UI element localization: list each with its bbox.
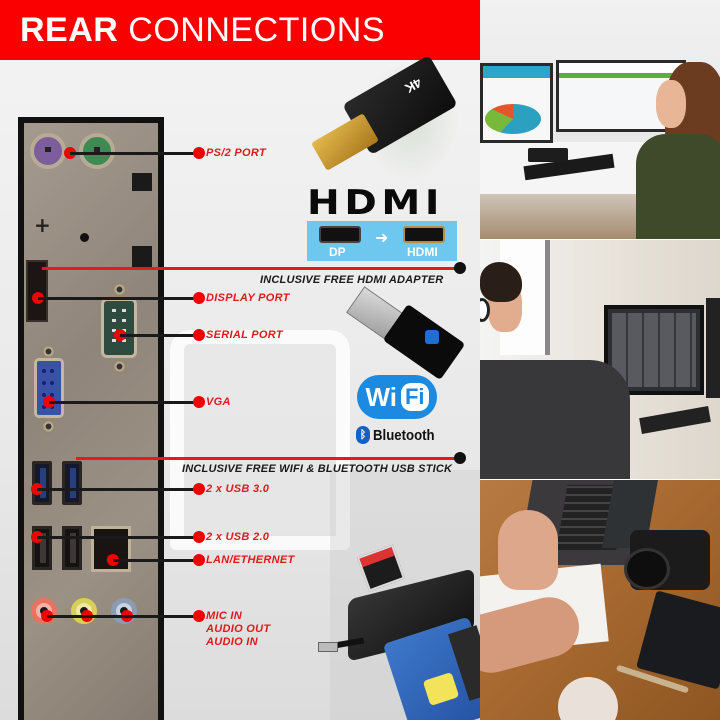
rear-io-panel: + xyxy=(18,117,164,720)
sd-card-icon xyxy=(356,544,406,592)
hdmi-port-icon xyxy=(403,226,445,243)
panel-clip-icon xyxy=(132,173,152,191)
title-light: CONNECTIONS xyxy=(128,11,386,49)
wifi-logo-wi: Wi xyxy=(365,381,397,412)
label-display-port: DISPLAY PORT xyxy=(206,292,290,304)
audio-label-dot xyxy=(193,610,205,622)
serial-port-connector-icon xyxy=(101,298,137,358)
usb-plug-icon xyxy=(318,642,338,652)
screw-icon xyxy=(42,345,55,358)
wifi-logo-fi: Fi xyxy=(400,383,429,411)
wifi-logo: Wi Fi xyxy=(357,375,437,419)
bluetooth-text: Bluetooth xyxy=(373,426,435,444)
screw-icon xyxy=(113,283,126,296)
label-lan-ethernet: LAN/ETHERNET xyxy=(206,554,295,566)
ps2-leader-line xyxy=(70,152,198,155)
label-audio-group: MIC IN AUDIO OUT AUDIO IN xyxy=(206,610,270,649)
label-usb2: 2 x USB 2.0 xyxy=(206,531,270,543)
headphones-icon xyxy=(480,298,490,322)
ps2-mouse-port-icon xyxy=(79,133,115,169)
vga-label-dot xyxy=(193,396,205,408)
mini-pc xyxy=(528,148,568,162)
wifi-bluetooth-usb-dongle-image xyxy=(345,286,466,381)
hand xyxy=(498,510,558,590)
dp-to-hdmi-adapter-image: 4K xyxy=(310,54,460,176)
hdmi-adapter-marker-dot xyxy=(454,262,466,274)
lan-label-dot xyxy=(193,554,205,566)
screw-icon xyxy=(113,360,126,373)
io-shield: + xyxy=(24,123,158,720)
photo-woman-dual-monitors xyxy=(480,0,720,240)
label-ps2-port: PS/2 PORT xyxy=(206,147,266,159)
second-monitor xyxy=(706,298,720,398)
screw-icon xyxy=(42,420,55,433)
background-chair xyxy=(170,330,350,550)
lan-leader-line xyxy=(113,559,198,562)
title-bold: REAR xyxy=(20,11,119,49)
vga-connector-icon xyxy=(34,358,64,418)
usb2-leader-line xyxy=(37,536,198,539)
ps2-label-dot xyxy=(193,147,205,159)
photo-man-with-headphones xyxy=(480,240,720,480)
hdmi-logo: HDMI xyxy=(307,183,445,223)
callout-wifi-bluetooth-stick: INCLUSIVE FREE WIFI & BLUETOOTH USB STIC… xyxy=(182,463,453,475)
conversion-to-label: HDMI xyxy=(407,245,438,259)
page-title: REAR CONNECTIONS xyxy=(20,13,385,47)
usb3-label-dot xyxy=(193,483,205,495)
displayport-leader-line xyxy=(38,297,198,300)
dp-to-hdmi-diagram: ➜ DP HDMI xyxy=(307,221,457,261)
displayport-label-dot xyxy=(193,292,205,304)
vga-leader-line xyxy=(49,401,198,404)
coaster xyxy=(558,677,618,720)
ps2-keyboard-port-icon xyxy=(30,133,66,169)
label-mic-in: MIC IN xyxy=(206,610,243,622)
callout-hdmi-adapter: INCLUSIVE FREE HDMI ADAPTER xyxy=(260,274,444,286)
audio-leader-line xyxy=(47,615,198,618)
monitor-left xyxy=(480,63,553,143)
keyboard xyxy=(639,406,711,434)
label-audio-in: AUDIO IN xyxy=(206,636,258,648)
camera-icon xyxy=(624,530,710,590)
usb3-leader-line xyxy=(37,488,198,491)
plus-mark-icon: + xyxy=(34,213,51,237)
man-at-desk xyxy=(480,260,640,480)
wifi-stick-leader-line xyxy=(76,457,460,460)
usb2-label-dot xyxy=(193,531,205,543)
card-reader-image xyxy=(318,544,500,720)
label-serial-port: SERIAL PORT xyxy=(206,329,283,341)
photo-desk-with-camera xyxy=(480,480,720,720)
wifi-stick-marker-dot xyxy=(454,452,466,464)
bluetooth-icon: ᛒ xyxy=(356,426,370,444)
displayport-connector-icon xyxy=(26,260,48,322)
conversion-from-label: DP xyxy=(329,245,346,259)
panel-clip-icon xyxy=(132,246,152,268)
woman-at-desk xyxy=(630,62,720,240)
label-vga: VGA xyxy=(206,396,231,408)
bluetooth-badge-icon xyxy=(425,330,439,344)
hdmi-adapter-leader-line xyxy=(42,267,460,270)
label-usb3: 2 x USB 3.0 xyxy=(206,483,270,495)
serial-leader-line xyxy=(120,334,198,337)
label-audio-out: AUDIO OUT xyxy=(206,623,271,635)
usb2-port-icon xyxy=(62,526,82,570)
usb3-port-icon xyxy=(62,461,82,505)
displayport-icon xyxy=(319,226,361,243)
panel-hole-icon xyxy=(80,233,89,242)
arrow-right-icon: ➜ xyxy=(375,228,389,247)
serial-label-dot xyxy=(193,329,205,341)
bluetooth-logo: ᛒ Bluetooth xyxy=(356,426,443,444)
pie-chart-graphic xyxy=(485,104,541,134)
